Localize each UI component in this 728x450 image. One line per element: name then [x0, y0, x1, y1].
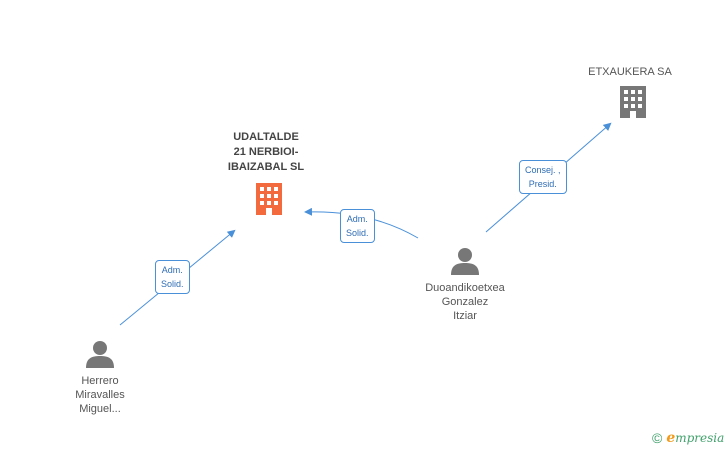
edge-label-line-2: Solid.	[346, 228, 369, 238]
building-icon[interactable]	[253, 182, 285, 216]
edge-label-line-1: Adm.	[346, 214, 368, 224]
edge-label-line-1: Adm.	[161, 265, 183, 275]
edge-label-line-2: Presid.	[528, 179, 557, 189]
person-1-line-3: Miguel...	[79, 403, 121, 415]
edge-label-adm-solid-1[interactable]: Adm. Solid.	[155, 260, 190, 294]
person-2-line-2: Gonzalez	[441, 296, 489, 308]
other-company-line-1: ETXAUKERA SA	[588, 66, 672, 78]
main-company-line-2: 21 NERBIOI-	[233, 146, 299, 158]
brand-logo-e: e	[666, 430, 676, 446]
copyright-icon: ©	[652, 430, 663, 446]
brand-logo: empresia	[666, 430, 724, 446]
person-1-line-2: Miravalles	[75, 389, 125, 401]
edge-label-line-2: Solid.	[161, 279, 184, 289]
person-icon[interactable]	[85, 339, 115, 369]
edge-label-line-1: Consej. ,	[525, 165, 561, 175]
main-company-line-3: IBAIZABAL SL	[227, 161, 305, 173]
brand-logo-rest: mpresia	[675, 431, 725, 445]
main-company-line-1: UDALTALDE	[233, 131, 299, 143]
building-icon[interactable]	[617, 85, 649, 119]
person-1-label[interactable]: Herrero Miravalles Miguel...	[40, 374, 160, 416]
person-2-line-3: Itziar	[453, 310, 477, 322]
footer-brand: © empresia	[652, 430, 724, 446]
person-2-label[interactable]: Duoandikoetxea Gonzalez Itziar	[403, 281, 527, 323]
main-company-label[interactable]: UDALTALDE 21 NERBIOI- IBAIZABAL SL	[206, 130, 326, 175]
person-1-line-1: Herrero	[81, 375, 119, 387]
edge-label-adm-solid-2[interactable]: Adm. Solid.	[340, 209, 375, 243]
person-2-line-1: Duoandikoetxea	[425, 282, 505, 294]
other-company-label[interactable]: ETXAUKERA SA	[570, 65, 690, 79]
edge-label-consej-presid[interactable]: Consej. , Presid.	[519, 160, 567, 194]
person-icon[interactable]	[450, 246, 480, 276]
